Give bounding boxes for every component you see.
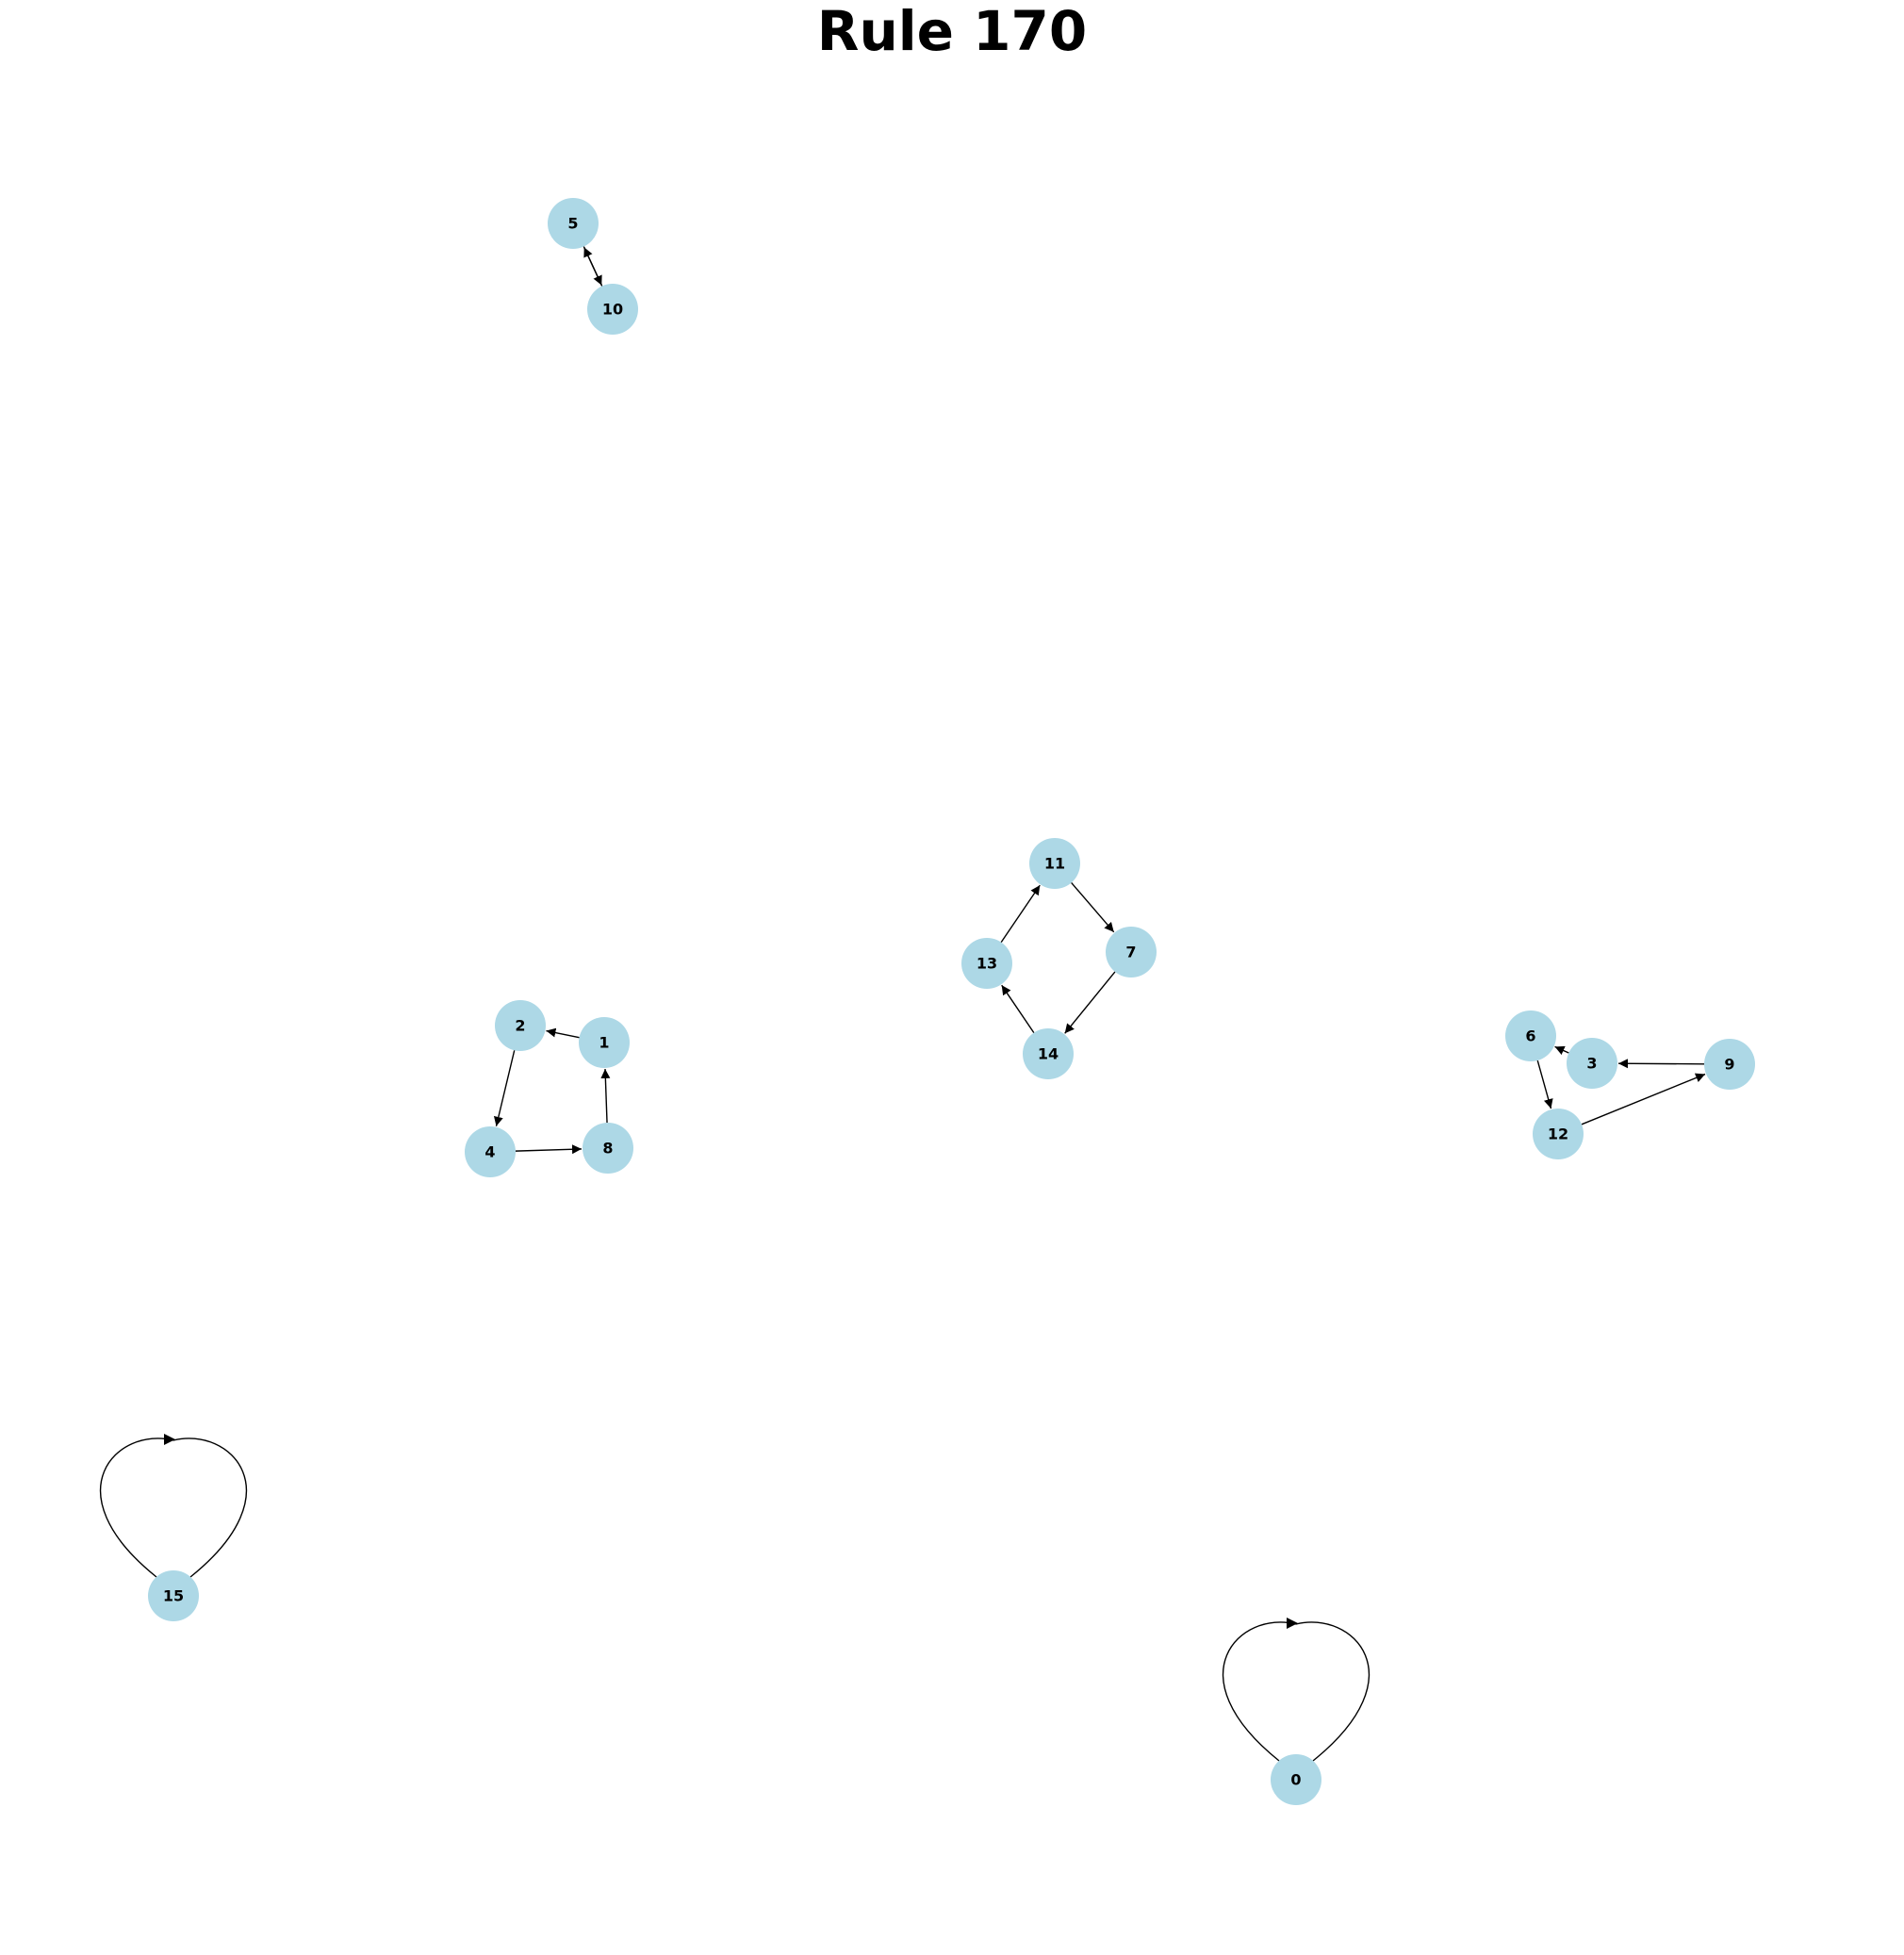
edge-11-to-7	[1071, 881, 1115, 933]
node-12: 12	[1533, 1109, 1584, 1159]
node-circle-4	[465, 1126, 516, 1177]
edge-9-to-3	[1617, 1059, 1705, 1069]
node-circle-12	[1533, 1109, 1584, 1159]
node-1: 1	[579, 1017, 630, 1068]
node-label-5: 5	[567, 215, 578, 233]
node-circle-11	[1029, 838, 1080, 889]
edge-12-to-9	[1581, 1073, 1706, 1125]
node-3: 3	[1567, 1038, 1617, 1089]
node-circle-1	[579, 1017, 630, 1068]
diagram-title: Rule 170	[816, 0, 1088, 63]
node-label-14: 14	[1038, 1045, 1059, 1063]
edge-13-to-11	[1000, 884, 1041, 944]
node-circle-5	[548, 198, 599, 249]
node-label-7: 7	[1125, 944, 1136, 961]
node-10: 10	[587, 284, 638, 335]
node-14: 14	[1023, 1028, 1074, 1079]
node-label-10: 10	[602, 301, 623, 319]
node-label-6: 6	[1525, 1027, 1535, 1045]
self-loop-arrowhead-15	[164, 1434, 175, 1445]
node-8: 8	[583, 1123, 633, 1174]
node-circle-2	[495, 1000, 546, 1051]
self-loop-arrowhead-0	[1287, 1618, 1298, 1629]
node-circle-14	[1023, 1028, 1074, 1079]
node-circle-13	[961, 938, 1012, 989]
node-0: 0	[1271, 1754, 1321, 1805]
node-2: 2	[495, 1000, 546, 1051]
node-4: 4	[465, 1126, 516, 1177]
node-13: 13	[961, 938, 1012, 989]
node-circle-3	[1567, 1038, 1617, 1089]
node-label-3: 3	[1586, 1055, 1597, 1073]
edge-4-to-8	[515, 1144, 583, 1155]
edge-8-to-1	[600, 1068, 611, 1124]
edge-3-to-6	[1554, 1045, 1569, 1056]
edge-10-to-5	[583, 247, 603, 287]
edge-2-to-4	[493, 1050, 516, 1126]
node-circle-6	[1505, 1010, 1556, 1061]
node-label-13: 13	[977, 955, 997, 973]
node-label-15: 15	[163, 1587, 184, 1605]
node-5: 5	[548, 198, 599, 249]
edge-14-to-13	[1001, 984, 1035, 1034]
node-label-1: 1	[599, 1034, 609, 1052]
edges-layer	[99, 246, 1706, 1762]
edge-15-to-15	[99, 1438, 248, 1578]
node-9: 9	[1704, 1039, 1755, 1090]
node-6: 6	[1505, 1010, 1556, 1061]
node-label-0: 0	[1290, 1771, 1301, 1789]
node-circle-10	[587, 284, 638, 335]
node-circle-0	[1271, 1754, 1321, 1805]
node-circle-9	[1704, 1039, 1755, 1090]
node-label-8: 8	[602, 1140, 613, 1158]
node-label-11: 11	[1044, 855, 1065, 873]
node-label-9: 9	[1724, 1056, 1734, 1074]
node-circle-7	[1106, 927, 1157, 978]
edge-6-to-12	[1536, 1060, 1553, 1109]
edge-1-to-2	[546, 1027, 580, 1039]
node-label-4: 4	[484, 1143, 495, 1161]
node-label-12: 12	[1548, 1125, 1568, 1143]
node-circle-15	[148, 1570, 199, 1621]
edge-0-to-0	[1222, 1621, 1371, 1762]
node-15: 15	[148, 1570, 199, 1621]
node-11: 11	[1029, 838, 1080, 889]
node-7: 7	[1106, 927, 1157, 978]
node-circle-8	[583, 1123, 633, 1174]
edge-7-to-14	[1064, 971, 1116, 1034]
node-label-2: 2	[515, 1017, 525, 1035]
